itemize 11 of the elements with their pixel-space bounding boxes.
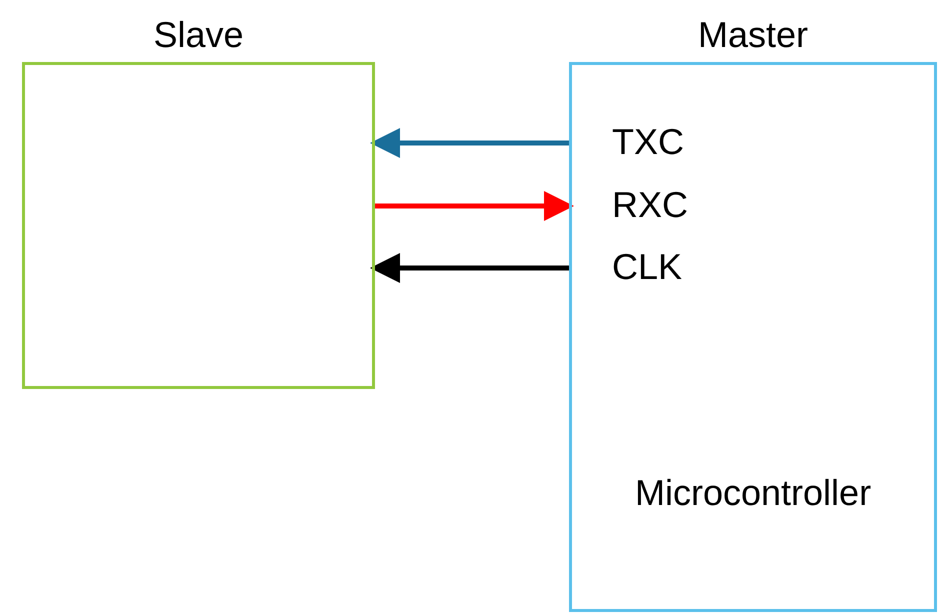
signal-arrow [370, 253, 569, 283]
device-box [569, 62, 937, 612]
signal-arrow [370, 128, 569, 158]
pin-name: TXC [612, 121, 684, 163]
device-box [22, 62, 375, 389]
device-title: Master [698, 14, 808, 56]
pin-name: RXC [612, 184, 688, 226]
pin-name: CLK [612, 246, 682, 288]
signal-arrow [375, 191, 574, 221]
device-label: Microcontroller [635, 472, 872, 514]
device-title: Slave [154, 14, 244, 56]
